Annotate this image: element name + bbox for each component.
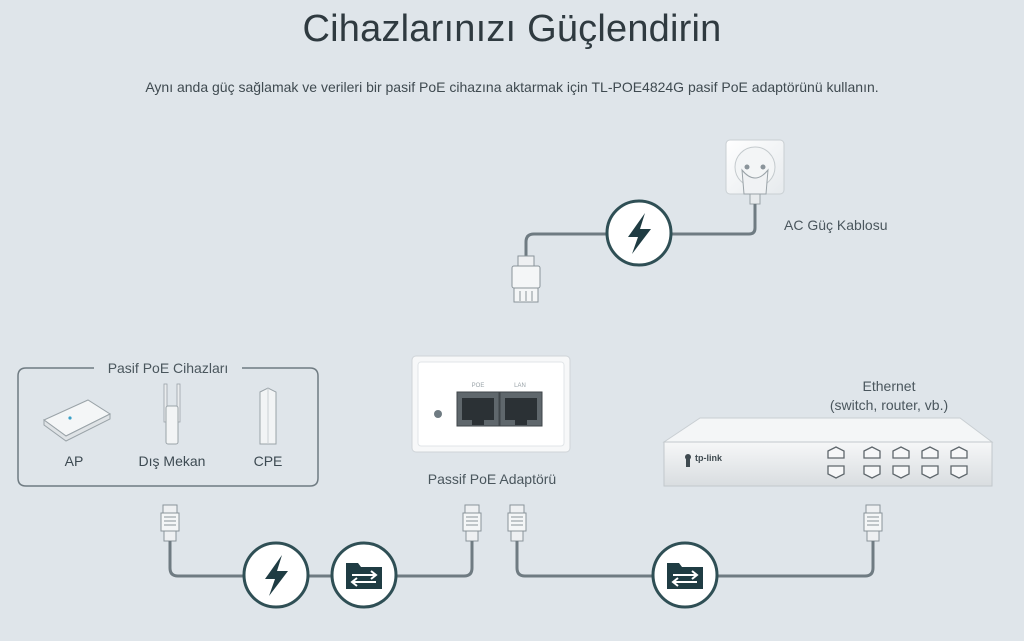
data-transfer-icon xyxy=(651,541,719,609)
port-label-poe: POE xyxy=(472,383,485,389)
ac-cable-label: AC Güç Kablosu xyxy=(784,217,888,233)
iec-connector-icon xyxy=(511,255,541,303)
device-label-outdoor: Dış Mekan xyxy=(139,453,206,469)
rj45-port-lan xyxy=(499,391,543,427)
power-bolt-icon xyxy=(242,541,310,609)
poe-cable-left xyxy=(168,541,474,578)
ac-power-cable xyxy=(511,139,785,303)
outdoor-ap-icon xyxy=(163,383,181,445)
access-point-icon xyxy=(43,399,112,442)
rj45-plug-icon xyxy=(160,504,180,542)
rj45-plug-icon xyxy=(462,504,482,542)
poe-adapter: POE LAN xyxy=(411,355,571,453)
rj45-plug-icon xyxy=(507,504,527,542)
passive-poe-devices-group: Pasif PoE Cihazları AP Dış Mekan CPE xyxy=(17,360,319,487)
tp-link-logo-icon xyxy=(685,454,691,467)
rj45-port-poe xyxy=(456,391,500,427)
cpe-icon xyxy=(259,387,277,445)
wall-socket-icon xyxy=(725,139,785,205)
ethernet-cable-right xyxy=(515,541,875,578)
ethernet-title: Ethernet xyxy=(863,378,916,394)
page-title: Cihazlarınızı Güçlendirin xyxy=(302,8,722,50)
device-label-cpe: CPE xyxy=(254,453,283,469)
ethernet-subtitle: (switch, router, vb.) xyxy=(830,397,948,413)
rj45-plug-icon xyxy=(863,504,883,542)
power-bolt-icon xyxy=(605,199,673,267)
adapter-label: Passif PoE Adaptörü xyxy=(428,471,556,487)
devices-group-title: Pasif PoE Cihazları xyxy=(108,360,229,376)
page-subtitle: Aynı anda güç sağlamak ve verileri bir p… xyxy=(145,79,879,95)
port-label-lan: LAN xyxy=(514,383,526,389)
data-transfer-icon xyxy=(330,541,398,609)
switch-ports xyxy=(827,446,968,479)
switch-brand: tp-link xyxy=(695,453,723,463)
device-label-ap: AP xyxy=(65,453,84,469)
ethernet-switch: tp-link xyxy=(662,417,994,487)
